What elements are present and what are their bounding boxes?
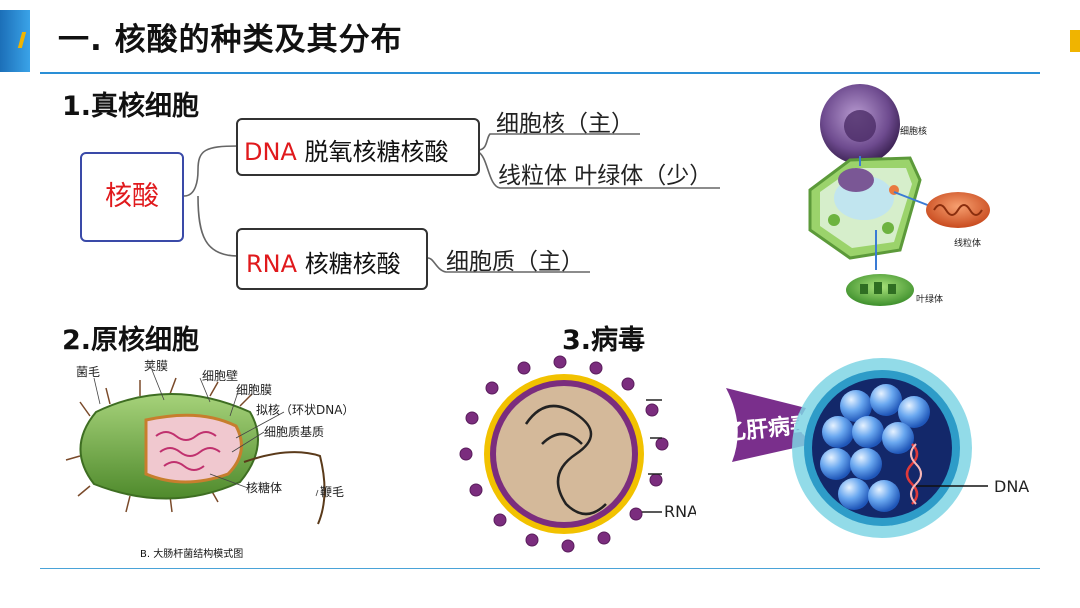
root-node-box: 核酸 xyxy=(80,152,184,242)
bottom-rule xyxy=(40,568,1040,569)
label-cell-wall: 细胞壁 xyxy=(202,368,238,383)
connector-rna-leaf xyxy=(427,257,590,273)
rna-virus-illustration: RNA xyxy=(459,355,696,553)
page-title: 一. 核酸的种类及其分布 xyxy=(58,22,403,58)
virus-rna-label: RNA xyxy=(664,502,696,521)
label-nucleoid: 拟核（环状DNA） xyxy=(256,403,354,417)
dna-name: 脱氧核糖核酸 xyxy=(304,138,449,166)
rna-node-box: RNA 核糖核酸 xyxy=(236,228,428,290)
bacterium-interior xyxy=(144,413,243,484)
section1-heading: 1.真核细胞 xyxy=(62,91,200,122)
mitochondria-label: 线粒体 xyxy=(954,237,981,249)
right-corner-marker xyxy=(1070,30,1080,52)
title-rule xyxy=(40,72,1040,74)
dna-abbr: DNA xyxy=(244,138,297,166)
dna-location-minor: 线粒体 叶绿体（少） xyxy=(498,163,713,189)
hbv-illustration: 乙肝病毒 DNA xyxy=(726,358,1029,538)
dna-location-main: 细胞核（主） xyxy=(496,111,634,137)
root-node-label: 核酸 xyxy=(105,181,159,212)
connector-rna xyxy=(197,195,239,257)
hbv-dna-helix xyxy=(905,443,919,505)
bacterium-illustration: 菌毛 荚膜 细胞壁 细胞膜 拟核（环状DNA） 细胞质基质 核糖体 鞭毛 xyxy=(65,359,354,525)
rna-abbr: RNA xyxy=(246,250,298,278)
label-flagellum: 鞭毛 xyxy=(320,485,344,499)
nucleus-label: 细胞核 xyxy=(900,125,927,137)
hbv-banner-arrow xyxy=(726,388,812,462)
rna-name: 核糖核酸 xyxy=(304,250,401,278)
flagellum-shape xyxy=(243,451,326,525)
connector-root xyxy=(183,169,199,197)
connector-dna-leaf2 xyxy=(477,151,720,189)
virus-spikes xyxy=(459,355,669,553)
plant-cell-illustration: 细胞核 线粒体 叶绿体 xyxy=(808,84,990,306)
virus-rna-strand xyxy=(524,404,607,516)
label-cytoplasm: 细胞质基质 xyxy=(264,425,324,439)
dna-node-box: DNA 脱氧核糖核酸 xyxy=(236,118,480,176)
label-pili: 菌毛 xyxy=(76,365,100,379)
connector-dna xyxy=(197,145,239,171)
label-ribosome: 核糖体 xyxy=(246,480,282,495)
section3-heading: 3.病毒 xyxy=(562,325,646,356)
rna-location-main: 细胞质（主） xyxy=(446,249,584,275)
hbv-dna-label: DNA xyxy=(994,477,1029,496)
label-capsule: 荚膜 xyxy=(144,359,168,373)
connector-dna-leaves xyxy=(477,133,640,151)
title-accent-bar xyxy=(0,10,30,72)
section2-heading: 2.原核细胞 xyxy=(62,325,200,356)
chloroplast-label: 叶绿体 xyxy=(916,293,943,305)
bacterium-caption: B. 大肠杆菌结构模式图 xyxy=(140,549,244,560)
label-membrane: 细胞膜 xyxy=(236,383,272,397)
hbv-capsomeres xyxy=(820,384,930,512)
mindmap-connectors xyxy=(183,133,720,273)
